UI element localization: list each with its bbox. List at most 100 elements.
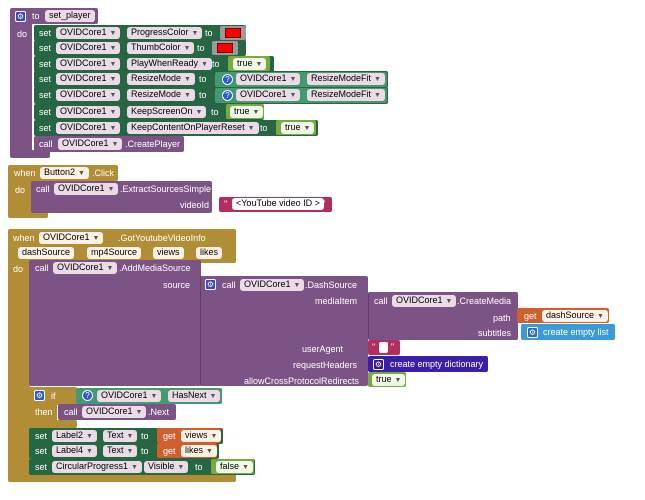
help-icon[interactable]: ? bbox=[222, 74, 233, 85]
property-dropdown[interactable]: KeepScreenOn▼ bbox=[127, 106, 207, 118]
property-dropdown[interactable]: Text▼ bbox=[103, 430, 138, 442]
mutator-gear-icon[interactable]: ⚙ bbox=[34, 390, 45, 401]
set-keyword: set bbox=[35, 462, 48, 472]
boolean-dropdown[interactable]: false▼ bbox=[216, 461, 253, 473]
set-keyword: set bbox=[39, 90, 52, 100]
path-param-label: path bbox=[493, 313, 511, 323]
component-dropdown[interactable]: OVIDCore1▼ bbox=[240, 279, 305, 291]
param-chip[interactable]: likes bbox=[196, 247, 223, 259]
set-keyword: set bbox=[39, 123, 52, 133]
component-dropdown[interactable]: OVIDCore1▼ bbox=[56, 106, 121, 118]
mutator-gear-icon[interactable]: ⚙ bbox=[15, 11, 26, 22]
set-keyword: set bbox=[35, 431, 48, 441]
component-dropdown[interactable]: Button2▼ bbox=[40, 167, 89, 179]
method-name: .CreateMedia bbox=[457, 296, 512, 306]
mutator-gear-icon[interactable]: ⚙ bbox=[527, 327, 538, 338]
allowcross-param-label: allowCrossProtocolRedirects bbox=[244, 376, 360, 386]
do-keyword: do bbox=[13, 264, 24, 274]
to-keyword: to bbox=[197, 43, 205, 53]
property-dropdown[interactable]: PlayWhenReady▼ bbox=[127, 58, 212, 70]
component-dropdown[interactable]: OVIDCore1▼ bbox=[82, 406, 147, 418]
component-dropdown[interactable]: OVIDCore1▼ bbox=[56, 27, 121, 39]
then-keyword: then bbox=[35, 407, 53, 417]
text-input[interactable] bbox=[379, 342, 388, 353]
param-chip[interactable]: dashSource bbox=[18, 247, 75, 259]
mutator-gear-icon[interactable]: ⚙ bbox=[205, 279, 216, 290]
method-name: .ExtractSourcesSimple bbox=[120, 184, 212, 194]
to-keyword: to bbox=[211, 107, 219, 117]
component-dropdown[interactable]: OVIDCore1▼ bbox=[53, 262, 118, 274]
param-chip[interactable]: mp4Source bbox=[87, 247, 142, 259]
set-keyword: set bbox=[39, 28, 52, 38]
subtitles-param-label: subtitles bbox=[478, 328, 512, 338]
property-dropdown[interactable]: KeepContentOnPlayerReset▼ bbox=[127, 122, 259, 134]
property-dropdown[interactable]: HasNext▼ bbox=[168, 390, 221, 402]
to-keyword: to bbox=[141, 446, 149, 456]
method-name: .CreatePlayer bbox=[125, 139, 181, 149]
constant-dropdown[interactable]: ResizeModeFit▼ bbox=[307, 73, 385, 85]
property-dropdown[interactable]: ThumbColor▼ bbox=[127, 42, 195, 54]
to-keyword: to bbox=[212, 59, 220, 69]
component-dropdown[interactable]: OVIDCore1▼ bbox=[39, 232, 104, 244]
when-keyword: when bbox=[13, 233, 35, 243]
component-dropdown[interactable]: OVIDCore1▼ bbox=[56, 89, 121, 101]
property-dropdown[interactable]: Visible▼ bbox=[144, 461, 189, 473]
call-keyword: call bbox=[35, 263, 49, 273]
property-dropdown[interactable]: ProgressColor▼ bbox=[127, 27, 203, 39]
variable-dropdown[interactable]: views▼ bbox=[181, 430, 222, 442]
component-dropdown[interactable]: Label2▼ bbox=[52, 430, 97, 442]
set-keyword: set bbox=[39, 74, 52, 84]
empty-list-label: create empty list bbox=[543, 327, 609, 337]
create-empty-list-block[interactable] bbox=[521, 324, 615, 340]
call-dash-source-block[interactable] bbox=[200, 276, 368, 386]
get-keyword: get bbox=[163, 446, 176, 456]
do-keyword: do bbox=[15, 185, 26, 195]
to-keyword: to bbox=[141, 431, 149, 441]
requestheaders-param-label: requestHeaders bbox=[293, 360, 358, 370]
useragent-param-label: userAgent bbox=[302, 344, 344, 354]
set-keyword: set bbox=[39, 107, 52, 117]
component-dropdown[interactable]: OVIDCore1▼ bbox=[56, 122, 121, 134]
boolean-dropdown[interactable]: true▼ bbox=[372, 374, 406, 386]
component-dropdown[interactable]: OVIDCore1▼ bbox=[236, 73, 301, 85]
when-keyword: when bbox=[14, 168, 36, 178]
component-dropdown[interactable]: OVIDCore1▼ bbox=[236, 89, 301, 101]
variable-dropdown[interactable]: likes▼ bbox=[181, 445, 217, 457]
component-dropdown[interactable]: CircularProgress1▼ bbox=[52, 461, 142, 473]
to-keyword: to bbox=[260, 123, 268, 133]
to-keyword: to bbox=[199, 90, 207, 100]
source-param-label: source bbox=[163, 280, 191, 290]
component-dropdown[interactable]: OVIDCore1▼ bbox=[392, 295, 457, 307]
component-dropdown[interactable]: OVIDCore1▼ bbox=[56, 42, 121, 54]
constant-dropdown[interactable]: ResizeModeFit▼ bbox=[307, 89, 385, 101]
text-input[interactable]: <YouTube video ID > bbox=[232, 198, 324, 210]
component-dropdown[interactable]: OVIDCore1▼ bbox=[56, 73, 121, 85]
property-dropdown[interactable]: ResizeMode▼ bbox=[127, 89, 195, 101]
property-dropdown[interactable]: ResizeMode▼ bbox=[127, 73, 195, 85]
component-dropdown[interactable]: OVIDCore1▼ bbox=[58, 138, 123, 150]
to-keyword: to bbox=[199, 74, 207, 84]
create-empty-dictionary-block[interactable] bbox=[368, 356, 488, 372]
get-keyword: get bbox=[163, 431, 176, 441]
component-dropdown[interactable]: OVIDCore1▼ bbox=[54, 183, 119, 195]
color-swatch[interactable] bbox=[217, 43, 233, 53]
help-icon[interactable]: ? bbox=[82, 390, 93, 401]
help-icon[interactable]: ? bbox=[222, 90, 233, 101]
property-dropdown[interactable]: Text▼ bbox=[103, 445, 138, 457]
call-add-media-source-block[interactable] bbox=[29, 260, 201, 386]
get-keyword: get bbox=[524, 311, 537, 321]
boolean-dropdown[interactable]: true▼ bbox=[281, 122, 315, 134]
boolean-dropdown[interactable]: true▼ bbox=[233, 58, 267, 70]
event-name: .GotYoutubeVideoInfo bbox=[118, 233, 206, 243]
color-swatch[interactable] bbox=[225, 28, 241, 38]
mutator-gear-icon[interactable]: ⚙ bbox=[373, 359, 384, 370]
component-dropdown[interactable]: OVIDCore1▼ bbox=[97, 390, 162, 402]
component-dropdown[interactable]: Label4▼ bbox=[52, 445, 97, 457]
variable-dropdown[interactable]: dashSource▼ bbox=[542, 310, 608, 322]
call-keyword: call bbox=[64, 407, 78, 417]
boolean-dropdown[interactable]: true▼ bbox=[230, 106, 264, 118]
param-chip[interactable]: views bbox=[153, 247, 184, 259]
to-keyword: to bbox=[195, 462, 203, 472]
component-dropdown[interactable]: OVIDCore1▼ bbox=[56, 58, 121, 70]
procedure-name-field[interactable]: set_player bbox=[45, 10, 95, 22]
